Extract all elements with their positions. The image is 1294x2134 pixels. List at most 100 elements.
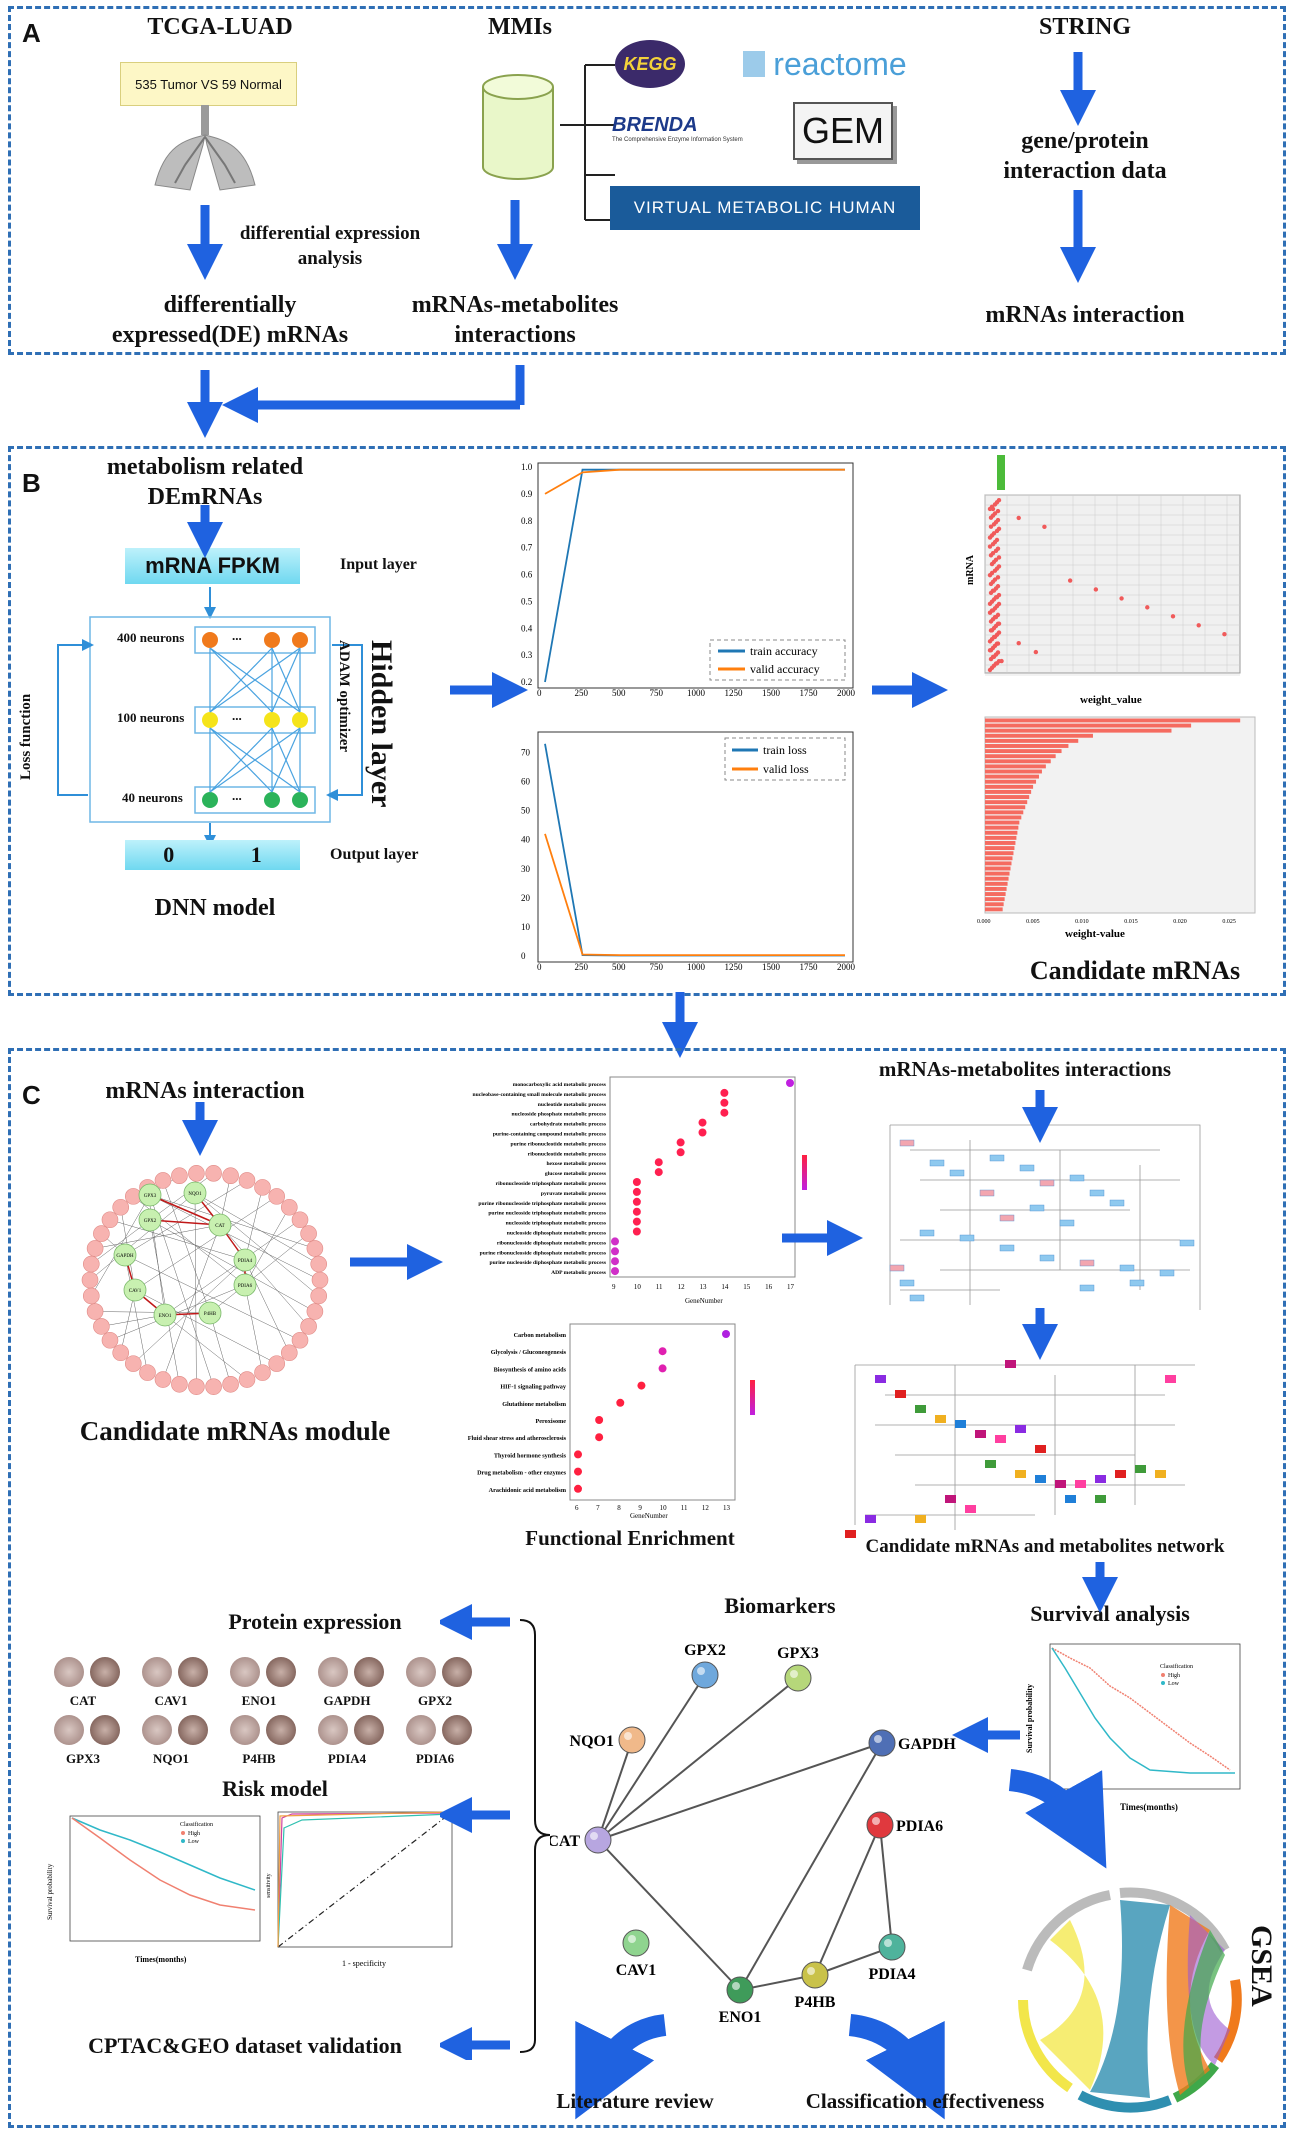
metab-node: [915, 1515, 926, 1523]
risk-ylabel: Survival probability: [46, 1863, 54, 1920]
module-node: [112, 1344, 129, 1362]
module-node: [188, 1378, 205, 1395]
metab-node: [1015, 1470, 1026, 1478]
surv-legend-title: Classification: [1160, 1663, 1193, 1670]
scatter-point: [1145, 605, 1150, 610]
metab-node: [1095, 1495, 1106, 1503]
panel-b: [8, 446, 1286, 996]
module-node: [124, 1355, 142, 1372]
bar-xtick: 0.025: [1222, 919, 1236, 925]
module-hub-label: GPX2: [144, 1219, 157, 1224]
module-node: [112, 1198, 129, 1216]
scatter-point: [996, 526, 1002, 532]
metab-node: [1179, 1239, 1195, 1247]
mrna-interaction-label-c: mRNAs interaction: [105, 1078, 305, 1104]
metab-node: [1109, 1199, 1125, 1207]
metab-node: [1095, 1475, 1106, 1483]
roc-ylabel: sensitivity: [266, 1873, 272, 1898]
metab-node: [1165, 1375, 1176, 1383]
weight-bar: [985, 789, 1032, 794]
module-node: [154, 1172, 172, 1189]
surv-ylabel: Survival probability: [1025, 1684, 1034, 1753]
go-term-label: nucleoside diphosphate metabolic process: [507, 1231, 607, 1237]
module-hub-node: [138, 1183, 162, 1207]
scatter-ylabel: mRNA: [965, 554, 976, 585]
module-hub-label: PDIA4: [238, 1259, 253, 1264]
loss-ytick: 20: [521, 893, 531, 903]
module-hub-label: P4HB: [204, 1312, 217, 1317]
go-xtick: 12: [678, 1283, 686, 1291]
go-term-label: glucose metabolic process: [545, 1171, 607, 1177]
weight-bar: [985, 754, 1056, 759]
metab-network-1: [889, 1124, 1201, 1310]
metab-node: [975, 1430, 986, 1438]
metab-node: [965, 1505, 976, 1513]
bar-xlabel: weight-value: [1065, 928, 1125, 940]
go-dot: [611, 1247, 619, 1256]
de-mrnas-label: differentially expressed(DE) mRNAs: [111, 292, 349, 348]
ihc-cell: CAV1: [128, 1655, 214, 1711]
module-node: [300, 1318, 317, 1335]
scatter-point: [1170, 614, 1176, 619]
scatter-point: [999, 658, 1004, 664]
biomarker-edge: [597, 1739, 633, 1841]
kegg-xtick: 10: [660, 1504, 668, 1512]
module-hub-label: GPX3: [144, 1194, 157, 1199]
risk-survival-plot: Classification High Low Times(months) Su…: [40, 1810, 265, 1970]
module-edge: [124, 1180, 248, 1256]
scatter-point: [996, 592, 1002, 598]
database-icon: [482, 74, 554, 180]
weight-bar: [985, 841, 1016, 845]
module-hub-edge: [149, 1194, 221, 1226]
module-node: [268, 1355, 286, 1372]
metab-node: [895, 1390, 906, 1398]
weight-bar: [985, 795, 1030, 799]
go-dot: [611, 1237, 619, 1246]
reactome-logo: reactome: [725, 44, 925, 84]
module-node: [101, 1211, 119, 1229]
go-term-label: pyruvate metabolic process: [541, 1191, 607, 1197]
module-edge: [149, 1173, 214, 1221]
go-dot: [720, 1108, 729, 1117]
kegg-dot: [574, 1450, 582, 1459]
dots-100: ...: [232, 708, 242, 723]
module-edge: [133, 1259, 246, 1364]
weight-bar: [985, 871, 1010, 876]
metab-node: [1005, 1360, 1016, 1368]
go-xtick: 11: [656, 1283, 663, 1291]
go-dot: [632, 1187, 641, 1196]
scatter-point: [990, 506, 996, 512]
module-node: [86, 1240, 104, 1257]
go-term-label: nucleoside triphosphate metabolic proces…: [506, 1221, 607, 1227]
biomarker-label: PDIA6: [896, 1818, 943, 1835]
accuracy-xtick: 750: [650, 688, 664, 698]
go-term-label: nucleoside phosphate metabolic process: [511, 1112, 606, 1118]
ihc-gene-label: PDIA6: [415, 1751, 455, 1766]
biomarker-label: ENO1: [719, 2009, 762, 2026]
biomarker-edge: [739, 1742, 883, 1991]
module-edge: [164, 1314, 248, 1380]
kegg-dot: [595, 1416, 604, 1424]
weight-bar: [985, 728, 1172, 733]
mrna-metab-label-c: mRNAs-metabolites interactions: [878, 1057, 1172, 1081]
module-node: [93, 1318, 110, 1335]
ihc-tumor-image: [90, 1657, 120, 1687]
scatter-point: [1016, 515, 1021, 521]
ihc-normal-image: [318, 1715, 348, 1745]
module-node: [254, 1364, 271, 1381]
module-edge: [244, 1259, 290, 1353]
mrna-interaction-label-a: mRNAs interaction: [985, 302, 1185, 328]
scatter-point: [991, 634, 997, 640]
accuracy-xtick: 1750: [800, 688, 819, 698]
module-edge: [149, 1194, 214, 1387]
output-layer-label: Output layer: [330, 846, 419, 863]
go-dot: [720, 1088, 729, 1097]
kegg-dot: [637, 1381, 646, 1390]
accuracy-ytick: 0.6: [521, 570, 533, 580]
module-node: [254, 1179, 271, 1196]
biomarker-label: NQO1: [570, 1733, 614, 1750]
metab-node: [1035, 1445, 1046, 1453]
metab-node: [909, 1294, 925, 1302]
metab-node: [1115, 1470, 1126, 1478]
